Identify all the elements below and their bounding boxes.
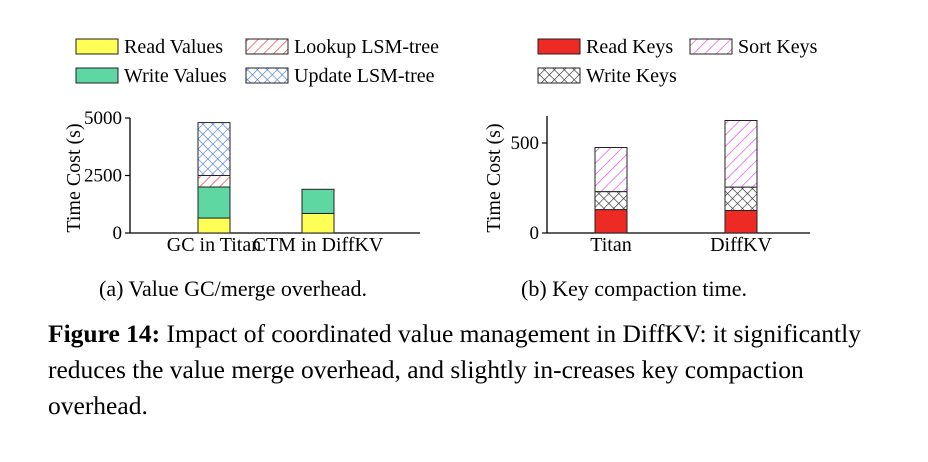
legend-swatch-read-keys: [537, 38, 581, 55]
legend-swatch-sort-keys: [689, 38, 733, 55]
bar-gc-in-titan-lookup-lsm-tree: [197, 175, 231, 188]
legend-swatch-lookup-lsm-tree: [245, 38, 289, 55]
legend-swatch-update-lsm-tree: [245, 67, 289, 84]
legend-item-read-keys: Read Keys: [537, 36, 673, 58]
x-tick-label: CTM in DiffKV: [253, 234, 384, 256]
legend-item-update-lsm-tree: Update LSM-tree: [245, 65, 435, 87]
bar-diffkv-read-keys: [724, 210, 758, 234]
bar-gc-in-titan-update-lsm-tree: [197, 122, 231, 176]
subcaption-b: (b) Key compaction time.: [521, 276, 748, 301]
bar-diffkv-sort-keys: [724, 120, 758, 188]
legend-label: Read Values: [124, 36, 223, 58]
caption-label: Figure 14:: [48, 319, 161, 348]
legend-swatch-read-values: [75, 38, 119, 55]
legend-label: Sort Keys: [738, 36, 818, 58]
y-tick-label: 0: [530, 223, 540, 244]
legend-swatch-write-keys: [537, 67, 581, 84]
bar-ctm-in-diffkv-write-values: [301, 188, 335, 214]
x-tick-label: Titan: [590, 234, 632, 256]
legend-label: Lookup LSM-tree: [294, 36, 439, 58]
legend-item-write-keys: Write Keys: [537, 65, 677, 87]
legend-item-read-values: Read Values: [75, 36, 223, 58]
y-tick-label: 0: [113, 223, 123, 244]
bar-titan-sort-keys: [594, 147, 628, 193]
legend-item-write-values: Write Values: [75, 65, 227, 87]
figure-caption: Figure 14: Impact of coordinated value m…: [48, 316, 888, 424]
bar-titan-write-keys: [594, 191, 628, 211]
y-tick-label: 5000: [84, 108, 122, 129]
bar-ctm-in-diffkv-read-values: [301, 212, 335, 234]
y-tick-label: 2500: [84, 166, 122, 187]
subcaption-a: (a) Value GC/merge overhead.: [99, 276, 367, 301]
x-tick-label: DiffKV: [710, 234, 772, 256]
legend-item-lookup-lsm-tree: Lookup LSM-tree: [245, 36, 439, 58]
bar-gc-in-titan-write-values: [197, 186, 231, 219]
bar-titan-read-keys: [594, 209, 628, 234]
y-axis-label: Time Cost (s): [63, 123, 85, 232]
y-tick-label: 500: [511, 133, 540, 154]
legend-label: Read Keys: [586, 36, 673, 58]
caption-text: Impact of coordinated value management i…: [48, 319, 861, 420]
legend-label: Update LSM-tree: [294, 65, 435, 87]
y-axis-label: Time Cost (s): [483, 123, 505, 232]
legend-item-sort-keys: Sort Keys: [689, 36, 818, 58]
bar-diffkv-write-keys: [724, 186, 758, 212]
bar-gc-in-titan-read-values: [197, 217, 231, 234]
legend-label: Write Keys: [586, 65, 677, 87]
x-tick-label: GC in Titan: [167, 234, 261, 256]
legend-label: Write Values: [124, 65, 227, 87]
legend-swatch-write-values: [75, 67, 119, 84]
